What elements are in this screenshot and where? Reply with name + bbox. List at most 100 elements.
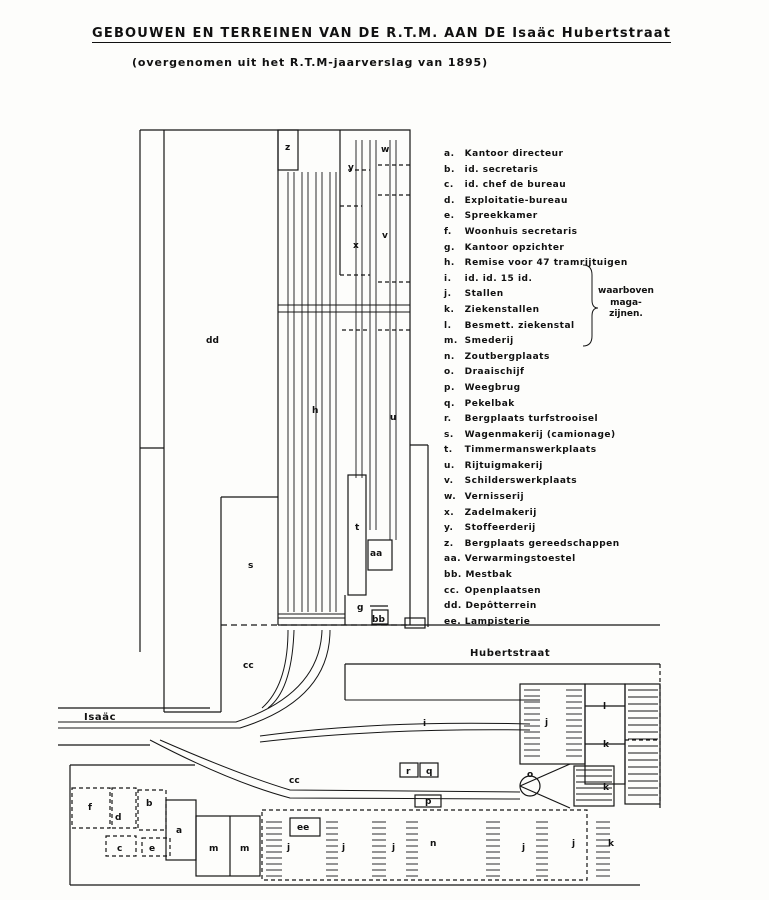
legend-item: c. id. chef de bureau	[444, 178, 628, 194]
legend-item: n. Zoutbergplaats	[444, 350, 628, 366]
label-g: g	[357, 603, 363, 613]
label-j5: j	[571, 839, 575, 849]
label-b: b	[146, 799, 153, 809]
label-x: x	[353, 241, 359, 251]
legend-key: t.	[444, 445, 453, 456]
legend-text: Kantoor directeur	[464, 149, 564, 159]
legend-key: w.	[444, 492, 457, 503]
legend-key: h.	[444, 258, 455, 269]
legend-key: ee.	[444, 616, 462, 627]
legend-text: Pekelbak	[464, 398, 515, 409]
label-e: e	[149, 844, 155, 854]
legend-text: Bergplaats turfstrooisel	[464, 414, 599, 425]
legend-key: q.	[444, 398, 455, 409]
street-isaac: Isaäc	[84, 712, 117, 723]
legend-item: u. Rijtuigmakerij	[444, 459, 628, 475]
legend-item: p. Weegbrug	[444, 381, 628, 397]
legend-text: Zadelmakerij	[464, 507, 537, 518]
legend-text: Mestbak	[465, 570, 513, 581]
legend-item: a. Kantoor directeur	[444, 147, 628, 163]
label-t: t	[355, 523, 360, 533]
legend-item: q. Pekelbak	[444, 397, 628, 413]
legend-key: r.	[444, 414, 452, 425]
legend-text: Remise voor 47 tramrijtuigen	[464, 258, 628, 269]
legend-item: s. Wagenmakerij (camionage)	[444, 428, 628, 444]
label-o: o	[527, 770, 533, 780]
street-hubertstraat: Hubertstraat	[470, 648, 551, 659]
legend-key: c.	[444, 180, 454, 191]
yard-structures	[399, 762, 571, 809]
legend-text: Besmett. ziekenstal	[464, 320, 575, 331]
label-n: n	[430, 839, 436, 849]
legend-key: z.	[444, 538, 454, 549]
label-m2: m	[240, 844, 249, 854]
legend-item: bb. Mestbak	[444, 568, 628, 584]
legend-text: Zoutbergplaats	[464, 351, 550, 362]
label-ee: ee	[297, 823, 309, 833]
legend-item: ee. Lampisterie	[444, 615, 628, 631]
legend-text: Woonhuis secretaris	[464, 226, 578, 237]
brace-note: waarboven maga- zijnen.	[598, 286, 654, 321]
legend-item: e. Spreekkamer	[444, 209, 628, 225]
legend-text: Schilderswerkplaats	[464, 476, 578, 487]
label-s: s	[248, 561, 253, 571]
label-j4: j	[521, 843, 525, 853]
legend-text: Vernisserij	[464, 492, 525, 503]
legend-item: t. Timmermanswerkplaats	[444, 443, 628, 459]
legend-item: g. Kantoor opzichter	[444, 241, 628, 257]
legend-text: Rijtuigmakerij	[464, 460, 543, 471]
streets	[58, 624, 661, 810]
stall-hatching	[266, 689, 658, 877]
legend-text: Openplaatsen	[464, 585, 542, 596]
legend-item: h. Remise voor 47 tramrijtuigen	[444, 256, 628, 272]
legend-item: y. Stoffeerderij	[444, 521, 628, 537]
label-j3: j	[391, 843, 395, 853]
legend-key: s.	[444, 429, 454, 440]
label-bb: bb	[372, 615, 385, 625]
label-k-low: k	[608, 839, 615, 849]
legend-text: Verwarmingstoestel	[464, 554, 576, 565]
legend-key: x.	[444, 507, 455, 518]
legend-text: Lampisterie	[464, 616, 531, 627]
upper-complex-outline	[139, 129, 429, 713]
legend-text: Timmermanswerkplaats	[464, 445, 597, 456]
legend-item: i. id. id. 15 id.	[444, 272, 628, 288]
legend-key: j.	[444, 289, 452, 300]
label-r: r	[406, 767, 411, 777]
legend-item: b. id. secretaris	[444, 163, 628, 179]
legend-item: r. Bergplaats turfstrooisel	[444, 412, 628, 428]
brace-note-line: maga-	[610, 297, 642, 308]
legend-text: id. secretaris	[464, 164, 539, 175]
legend-item: v. Schilderswerkplaats	[444, 474, 628, 490]
legend-key: cc.	[444, 585, 460, 596]
label-j-upper: j	[544, 718, 548, 728]
legend-item: l. Besmett. ziekenstal	[444, 319, 628, 335]
label-m1: m	[209, 844, 218, 854]
brace-note-line: zijnen.	[609, 309, 643, 319]
legend-text: Stoffeerderij	[464, 523, 536, 534]
legend-key: l.	[444, 320, 452, 331]
legend-text: Smederij	[464, 336, 514, 347]
legend-item: dd. Depôtterrein	[444, 599, 628, 615]
legend-text: Bergplaats gereedschappen	[464, 538, 620, 549]
label-a: a	[176, 826, 182, 836]
legend-item: m. Smederij	[444, 334, 628, 350]
legend-key: bb.	[444, 570, 462, 581]
label-z-top: z	[285, 143, 290, 153]
legend-key: m.	[444, 336, 458, 347]
legend-item: aa. Verwarmingstoestel	[444, 552, 628, 568]
label-aa: aa	[370, 549, 382, 559]
label-u: u	[390, 413, 396, 423]
label-d: d	[115, 813, 121, 823]
legend-text: id. id. 15 id.	[464, 273, 533, 284]
upper-partitions	[277, 129, 426, 629]
legend-key: f.	[444, 226, 452, 237]
legend-text: Stallen	[464, 289, 504, 300]
legend-text: Draaischijf	[464, 367, 525, 378]
legend-item: w. Vernisserij	[444, 490, 628, 506]
legend-text: Exploitatie-bureau	[464, 195, 568, 206]
brace-note-line: waarboven	[598, 286, 654, 296]
legend-item: k. Ziekenstallen	[444, 303, 628, 319]
